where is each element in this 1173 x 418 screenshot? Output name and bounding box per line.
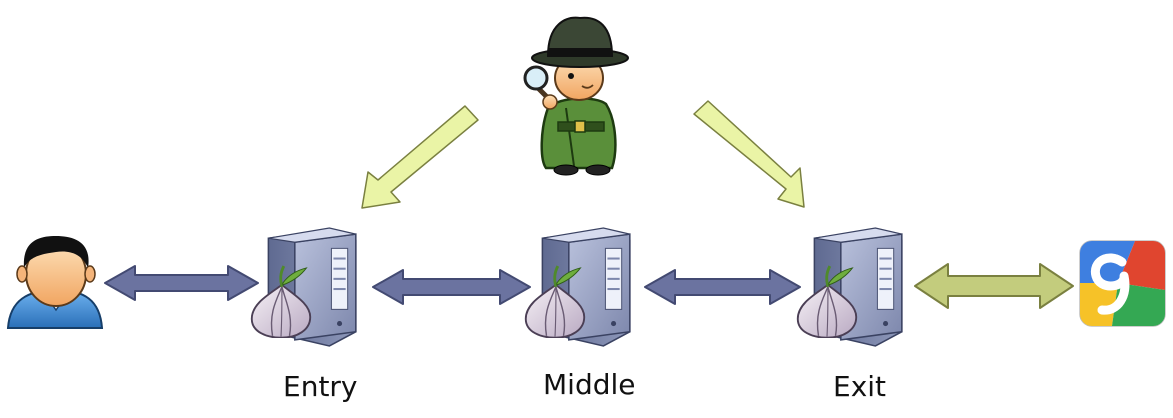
detective-spy-icon [523, 16, 629, 176]
middle-exit-link-arrow [644, 269, 801, 305]
google-logo-icon [1079, 240, 1166, 327]
entry-relay-node [250, 227, 357, 347]
exit-label: Exit [833, 370, 887, 403]
entry-middle-link-arrow [372, 269, 531, 305]
entry-label: Entry [283, 370, 358, 403]
observer-to-exit-arrow [693, 100, 805, 208]
middle-label: Middle [543, 368, 636, 401]
user-entry-link-arrow [104, 265, 259, 301]
user-avatar-icon [6, 236, 104, 329]
middle-relay-node [524, 227, 631, 347]
observer-to-entry-arrow [361, 105, 479, 209]
exit-relay-node [796, 227, 903, 347]
exit-destination-link-arrow [914, 263, 1074, 309]
